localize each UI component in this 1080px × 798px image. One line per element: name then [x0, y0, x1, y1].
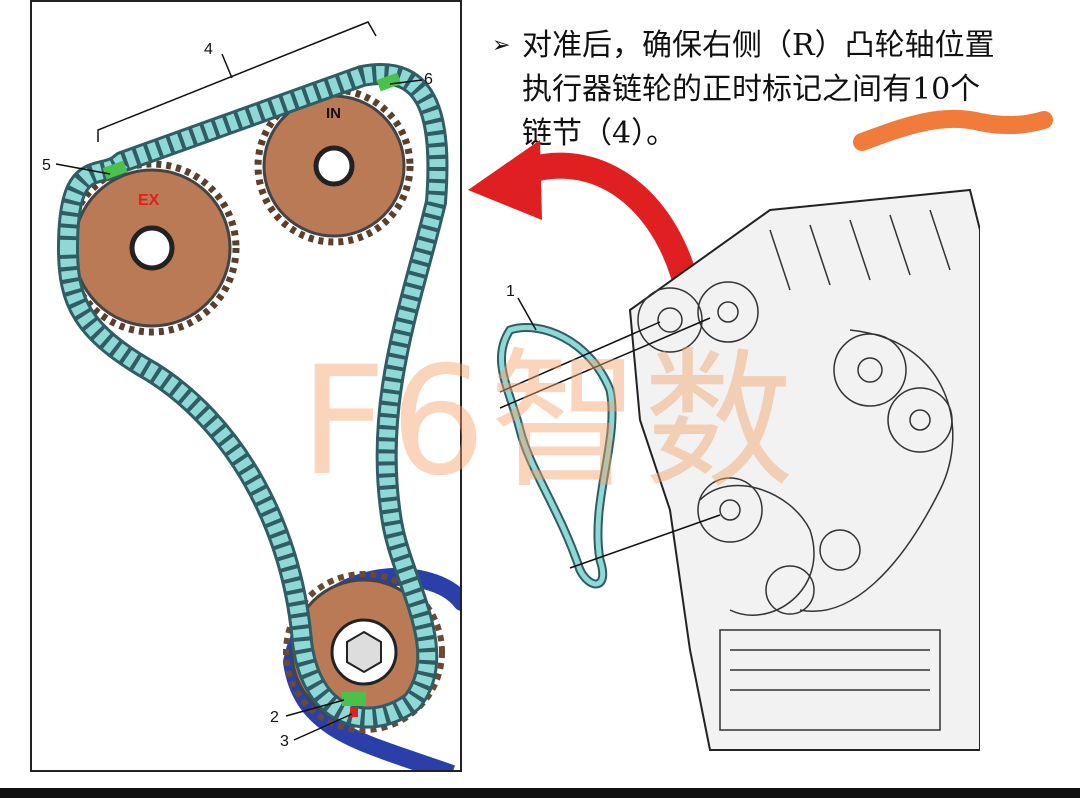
timing-mark-5 — [102, 160, 128, 180]
exhaust-hub — [129, 225, 175, 271]
exhaust-label: EX — [138, 192, 160, 209]
callout-6: 6 — [424, 71, 433, 88]
exploded-chain — [499, 325, 615, 587]
crank-red-mark — [350, 707, 358, 717]
callout-1-leader — [517, 297, 537, 331]
instruction-caption: ➢ 对准后，确保右侧（R）凸轮轴位置 执行器链轮的正时标记之间有10个 链节（4）… — [492, 24, 1072, 156]
callout-4: 4 — [204, 41, 213, 58]
timing-chain-diagram: EX IN 4 5 6 2 3 — [42, 21, 460, 770]
callout-6-leader — [389, 79, 423, 85]
callout-3: 3 — [280, 733, 289, 750]
callout-5-leader — [55, 163, 111, 175]
timing-diagram-panel: EX IN 4 5 6 2 3 — [30, 0, 462, 772]
crank-bolt — [346, 630, 382, 674]
callout-1: 1 — [506, 283, 515, 300]
guide-line-2 — [499, 317, 711, 409]
engine-details — [637, 209, 954, 731]
caption-text-1: 对准后，确保右侧（R）凸轮轴位置 — [522, 28, 995, 63]
callout-2-leader — [285, 699, 345, 717]
caption-line-1: ➢ 对准后，确保右侧（R）凸轮轴位置 — [492, 24, 1072, 68]
intake-hub — [313, 145, 355, 187]
engine-illustration: 1 — [497, 188, 980, 751]
watermark: F6智数 — [300, 335, 798, 509]
callout-3-leader — [293, 713, 353, 741]
bottom-bar — [0, 788, 1080, 798]
caption-line-3: 链节（4）。 — [522, 116, 677, 151]
callout-4-leader — [221, 53, 233, 79]
timing-mark-6 — [376, 72, 402, 92]
bullet-icon: ➢ — [492, 33, 511, 58]
callout-2: 2 — [270, 709, 279, 726]
caption-line-2: 执行器链轮的正时标记之间有10个 — [522, 72, 981, 107]
engine-block — [628, 188, 980, 751]
timing-mark-crank — [342, 692, 366, 706]
intake-sprocket-teeth — [254, 86, 414, 246]
callout-5: 5 — [42, 157, 51, 174]
link-count-bracket — [97, 21, 377, 142]
guide-line-3 — [569, 514, 721, 569]
crank-sprocket-teeth — [283, 571, 445, 733]
guide-line-1 — [499, 321, 661, 393]
intake-label: IN — [326, 105, 341, 122]
secondary-chain-lower — [283, 660, 456, 770]
